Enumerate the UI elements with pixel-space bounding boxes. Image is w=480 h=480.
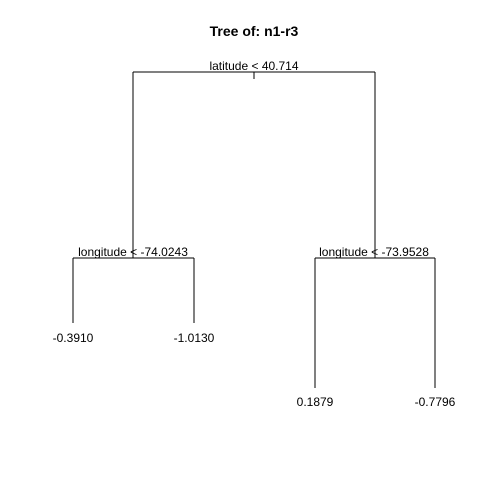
root-split-label: latitude < 40.714	[209, 59, 298, 73]
root-split: latitude < 40.714	[132, 59, 376, 258]
right-split: longitude < -73.9528	[314, 245, 436, 388]
leaf-value: 0.1879	[297, 395, 334, 409]
diagram-title: Tree of: n1-r3	[210, 23, 299, 39]
leaf-value: -1.0130	[174, 331, 215, 345]
right-split-label: longitude < -73.9528	[319, 245, 429, 259]
leaf-value: -0.3910	[53, 331, 94, 345]
leaf-value: -0.7796	[415, 395, 456, 409]
left-split-label: longitude < -74.0243	[78, 245, 188, 259]
left-split: longitude < -74.0243	[72, 245, 195, 323]
